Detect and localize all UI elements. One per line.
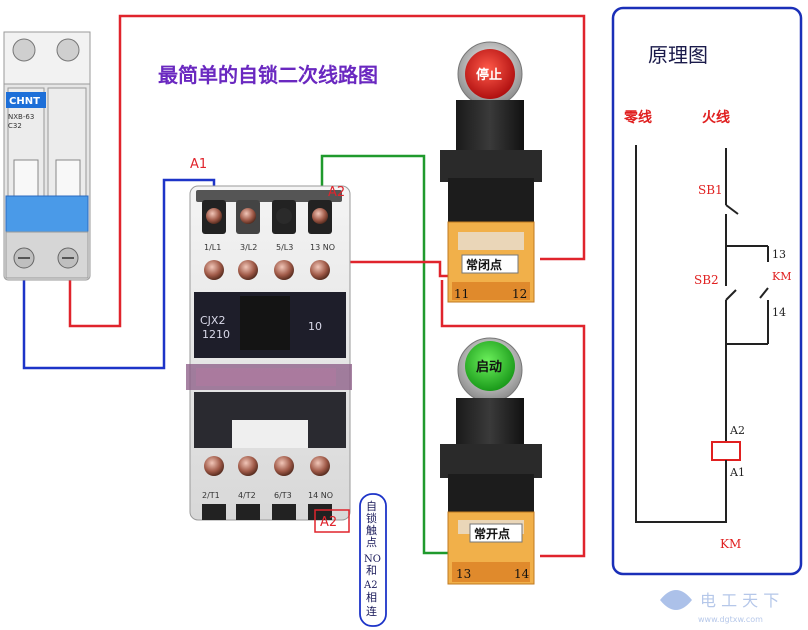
start-terminal-13: 13: [456, 567, 471, 581]
stop-terminal-11: 11: [454, 287, 469, 301]
terminal-label-3: 3/L2: [240, 243, 257, 252]
watermark-url: www.dgtxw.com: [698, 615, 763, 624]
terminal-label-13: 13 NO: [310, 243, 335, 252]
sb1-label: SB1: [698, 183, 723, 197]
screw-icon: [204, 260, 224, 280]
label-a2-bottom: A2: [320, 515, 337, 530]
km-terminal-13: 13: [772, 248, 786, 261]
start-terminal-14: 14: [514, 567, 530, 581]
label-a1: A1: [190, 157, 207, 172]
note-char: 和: [366, 564, 377, 577]
watermark: 电 工 天 下 www.dgtxw.com: [660, 590, 779, 624]
contactor-model-number: 1210: [202, 328, 230, 341]
screw-icon: [274, 456, 294, 476]
neutral-label: 零线: [623, 109, 652, 126]
breaker-toggle: [55, 159, 81, 201]
start-contact-label: 常开点: [474, 526, 510, 541]
coil-a2: A2: [729, 424, 745, 437]
terminal-label-14: 14 NO: [308, 491, 333, 500]
screw-icon: [238, 456, 258, 476]
self-lock-note: 自 锁 触 点 NO 和 A2 相 连: [359, 493, 387, 627]
diagram-title: 最简单的自锁二次线路图: [158, 63, 378, 87]
terminal-label-6: 6/T3: [274, 491, 292, 500]
terminal-label-1: 1/L1: [204, 243, 221, 252]
a2-callout-box: [314, 509, 350, 533]
note-char: 锁: [366, 511, 377, 525]
contactor-code: 10: [308, 320, 322, 333]
screw-icon: [310, 260, 330, 280]
breaker-model: NXB-63: [8, 113, 34, 121]
start-cap-text: 启动: [476, 359, 502, 375]
screw-icon: [238, 260, 258, 280]
contactor-model: CJX2: [200, 314, 225, 327]
stop-contact-label: 常闭点: [466, 257, 502, 272]
top-terminal-row: [202, 200, 332, 234]
screw-icon: [276, 208, 292, 224]
screw-icon: [206, 208, 222, 224]
km-terminal-14: 14: [772, 306, 786, 319]
start-button: 启动 常开点 13 14: [440, 337, 542, 585]
breaker-brand: CHNT: [9, 96, 40, 107]
coil-a1: A1: [729, 466, 745, 479]
terminal-label-2: 2/T1: [202, 491, 220, 500]
brand-plate: [6, 92, 46, 108]
note-char: 触: [366, 523, 377, 537]
wire-live-main: [68, 14, 586, 328]
screw-icon: [204, 456, 224, 476]
breaker-blue-band: [5, 195, 89, 233]
breaker-toggle: [13, 159, 39, 201]
schematic-title: 原理图: [648, 43, 708, 67]
screw-icon: [274, 260, 294, 280]
contactor: 1/L1 3/L2 5/L3 13 NO CJX2 1210 10 2/T1 4…: [186, 185, 352, 521]
note-char: 连: [366, 605, 377, 618]
km-contact-label: KM: [772, 270, 791, 283]
note-char: NO: [364, 554, 381, 565]
km-coil: [711, 441, 741, 461]
sb2-contact: [725, 289, 737, 301]
wire-neutral-a1: [22, 178, 216, 370]
logo-icon: [660, 590, 692, 610]
screw-icon: [310, 456, 330, 476]
stop-cap-text: 停止: [476, 67, 502, 83]
terminal-label-4: 4/T2: [238, 491, 256, 500]
watermark-text: 电 工 天 下: [700, 591, 779, 610]
screw-icon: [56, 38, 80, 62]
screw-icon: [312, 208, 328, 224]
note-char: 自: [366, 500, 377, 513]
breaker-rating: C32: [8, 122, 22, 130]
screw-icon: [12, 38, 36, 62]
schematic-neutral-line: [635, 145, 727, 523]
note-char: A2: [363, 580, 378, 591]
stop-button: 停止 常闭点 11 12: [440, 41, 542, 303]
sb1-contact: [725, 204, 739, 215]
coil-km-label: KM: [720, 537, 741, 551]
wire-stop-start: [440, 280, 586, 558]
wire-13-start: [320, 154, 458, 555]
sb2-label: SB2: [694, 273, 719, 287]
circuit-breaker: CHNT NXB-63 C32: [3, 31, 91, 281]
km-contact: [759, 287, 769, 299]
screw-icon: [240, 208, 256, 224]
note-char: 相: [366, 591, 377, 604]
note-char: 点: [366, 536, 377, 549]
schematic-panel: 原理图 零线 火线 SB1 13 KM 14 SB2 A2 A1 KM: [611, 6, 803, 576]
label-a2-top: A2: [328, 185, 345, 200]
live-label: 火线: [702, 109, 730, 126]
stop-terminal-12: 12: [512, 287, 527, 301]
terminal-label-5: 5/L3: [276, 243, 293, 252]
